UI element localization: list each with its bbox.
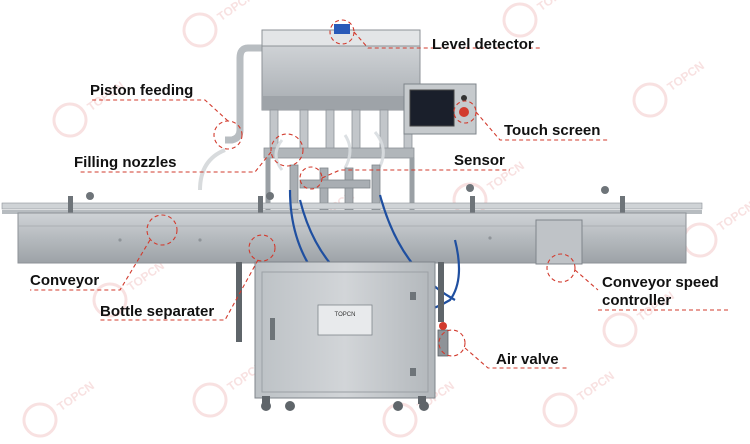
watermark-mark: TOPCN [182,0,257,48]
leader-speed-controller [574,269,599,291]
callout-speed-controller [546,253,576,283]
leader-air-valve [464,347,568,369]
svg-text:TOPCN: TOPCN [575,368,617,403]
leader-sensor [321,169,510,179]
callouts [30,19,728,369]
svg-text:TOPCN: TOPCN [715,198,750,233]
leader-conveyor [30,239,151,291]
svg-text:TOPCN: TOPCN [535,0,577,14]
piston-cylinders [269,109,413,151]
svg-text:TOPCN: TOPCN [665,58,707,93]
machine-legs [236,262,444,411]
label-filling-nozzles: Filling nozzles [74,154,177,171]
callout-air-valve [438,329,466,357]
machine-illustration: TOPCN [1,24,703,411]
label-level-detector: Level detector [432,36,534,53]
callout-conveyor [146,214,178,246]
label-air-valve: Air valve [496,351,559,368]
callout-bottle-separater [248,234,276,262]
leader-level-detector [353,31,540,49]
callout-filling-nozzles [270,133,304,167]
piston-feed-pipe [225,44,262,144]
conveyor-body [17,212,687,264]
label-conveyor-speed-controller-line1: Conveyor speed [602,274,719,291]
leader-bottle-separater [100,259,259,321]
svg-text:TOPCN: TOPCN [55,378,97,413]
leader-filling-nozzles [80,151,272,173]
leader-piston-feeding [90,99,229,122]
label-piston-feeding: Piston feeding [90,82,194,99]
svg-text:TOPCN: TOPCN [125,258,167,293]
speed-controller-box [535,219,583,265]
label-conveyor: Conveyor [30,272,100,289]
label-touch-screen: Touch screen [504,122,601,139]
watermark-mark: TOPCN [632,58,707,118]
touch-screen-panel [409,89,455,127]
watermark-mark: TOPCN [542,368,617,428]
svg-text:TOPCN: TOPCN [215,0,257,24]
emergency-stop-button [459,107,469,117]
watermark-mark: TOPCN [22,378,97,438]
label-sensor: Sensor [454,152,505,169]
label-bottle-separater: Bottle separater [100,303,215,320]
level-detector-cap [334,24,350,34]
nameplate [317,304,373,336]
label-conveyor-speed-controller-line2: controller [602,292,672,309]
piston-frame [263,147,415,159]
nameplate-brand: TOPCN [335,312,356,318]
cabinet-handle [270,318,275,340]
watermark-mark: TOPCN [682,198,750,258]
conveyor-guide-rail [1,202,703,210]
leader-touch-screen [475,111,610,141]
